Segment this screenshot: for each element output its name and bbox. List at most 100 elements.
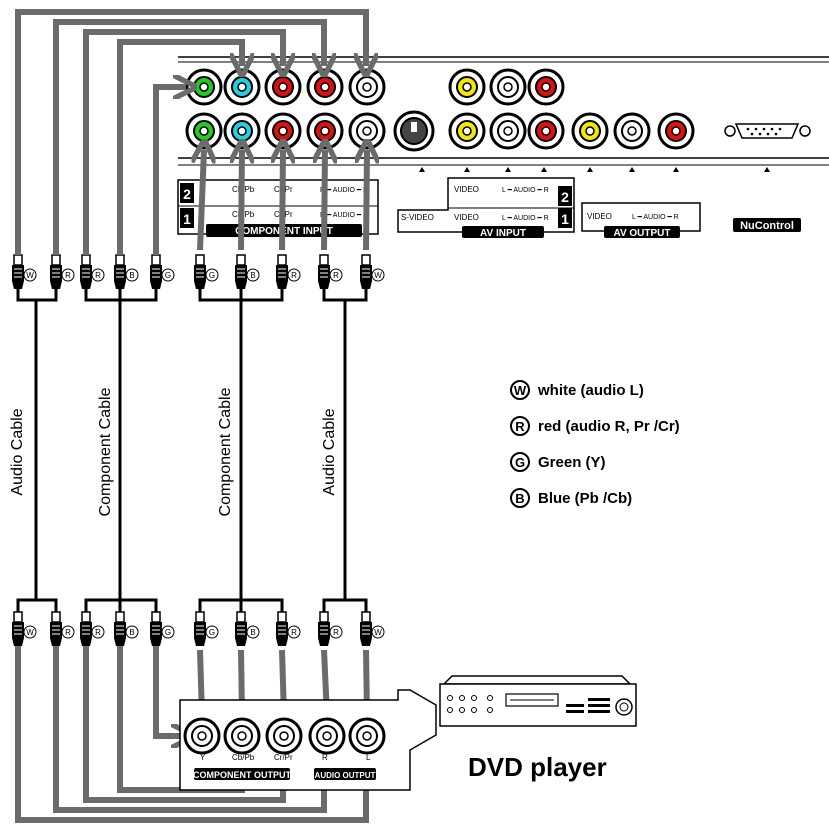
av-row-2: 2: [561, 189, 569, 205]
top-plug-badge-3: B: [125, 268, 139, 282]
top-plug-badge-2: R: [91, 268, 105, 282]
svg-text:B: B: [250, 271, 255, 280]
route-top-g: [153, 87, 186, 255]
dvd-jack-0: [183, 717, 221, 755]
bottom-plug-0: W: [12, 611, 37, 646]
legend-w-badge: W: [510, 380, 530, 400]
row2-audio-label: R ━ AUDIO ━ L: [320, 187, 367, 194]
svg-text:W: W: [26, 628, 34, 637]
nucontrol-label: NuControl: [740, 220, 794, 232]
svg-text:G: G: [209, 628, 215, 637]
dvd-cr-label: Cr/Pr: [274, 753, 293, 762]
route-row1-0: [200, 150, 204, 251]
bottom-plug-badge-7: R: [287, 625, 301, 639]
svg-text:G: G: [165, 628, 171, 637]
svg-text:R: R: [333, 271, 339, 280]
tv-comp2-jack-4: [348, 68, 386, 106]
bottom-plug-badge-9: W: [371, 625, 385, 639]
bottom-plug-badge-3: B: [125, 625, 139, 639]
bottom-plug-4: G: [150, 611, 175, 646]
tv-comp2-jack-0: [185, 68, 223, 106]
tv-comp1-jack-1: [223, 112, 261, 150]
legend-w-text: white (audio L): [538, 381, 644, 399]
cable-label-2: Component Cable: [97, 387, 114, 516]
bottom-plug-5: G: [194, 611, 219, 646]
svg-text:R: R: [95, 271, 101, 280]
dvd-y-label: Y: [200, 753, 206, 762]
top-plug-0: W: [12, 254, 37, 289]
svg-text:R: R: [65, 271, 71, 280]
route-row1-3: [324, 150, 325, 251]
tv-comp1-jack-3: [306, 112, 344, 150]
legend-b-text: Blue (Pb /Cb): [538, 489, 633, 507]
component-row-2: 2: [183, 186, 191, 202]
av-input-box: 2 1 VIDEO L ━ AUDIO ━ R S-VIDEO VIDEO L …: [397, 177, 575, 239]
bottom-plug-badge-8: R: [329, 625, 343, 639]
jack-indicators: [419, 167, 770, 172]
svg-text:B: B: [129, 628, 134, 637]
top-plug-badge-7: R: [287, 268, 301, 282]
bottom-plug-7: R: [276, 611, 301, 646]
top-plug-6: B: [235, 254, 260, 289]
row1-audio-label: R ━ AUDIO ━ L: [320, 212, 367, 219]
cable-label-3: Component Cable: [217, 387, 234, 516]
bottom-plug-8: R: [318, 611, 343, 646]
top-plug-9: W: [360, 254, 385, 289]
tv-av2-audio-r-jack: [527, 68, 565, 106]
av-output-audio: L ━ AUDIO ━ R: [632, 214, 679, 221]
svg-text:R: R: [333, 628, 339, 637]
tv-comp2-jack-1: [223, 68, 261, 106]
route-top-w: [15, 9, 366, 255]
route-top-r: [53, 19, 324, 255]
top-plug-badge-5: G: [205, 268, 219, 282]
cable-bottom-bridge-0: [16, 598, 58, 612]
top-plug-badge-9: W: [371, 268, 385, 282]
bottom-plug-badge-4: G: [161, 625, 175, 639]
top-plug-4: G: [150, 254, 175, 289]
top-plug-5: G: [194, 254, 219, 289]
tv-av2-audio-l-jack: [489, 68, 527, 106]
top-plug-1: R: [50, 254, 75, 289]
dvd-r-label: R: [322, 753, 328, 762]
top-plug-7: R: [276, 254, 301, 289]
route-top-b: [117, 39, 242, 255]
svg-text:W: W: [374, 271, 382, 280]
tv-comp2-jack-3: [306, 68, 344, 106]
legend-r-text: red (audio R, Pr /Cr): [538, 417, 680, 435]
cable-label-4: Audio Cable: [321, 408, 338, 495]
svg-text:R: R: [95, 628, 101, 637]
bottom-plug-badge-1: R: [61, 625, 75, 639]
tv-comp1-jack-2: [264, 112, 302, 150]
route-top-r2: [83, 29, 283, 255]
dvd-cb-label: Cb/Pb: [232, 753, 255, 762]
cable-label-1: Audio Cable: [9, 408, 26, 495]
top-plug-2: R: [80, 254, 105, 289]
route-row1-1: [241, 150, 242, 251]
route-row1-2: [282, 150, 283, 251]
legend-r-badge: R: [510, 416, 530, 436]
top-plug-3: B: [114, 254, 139, 289]
bottom-plug-2: R: [80, 611, 105, 646]
av-output-box: VIDEO L ━ AUDIO ━ R AV OUTPUT: [581, 202, 701, 239]
route-row1-4: [366, 150, 367, 251]
svg-text:G: G: [165, 271, 171, 280]
bottom-plug-6: B: [235, 611, 260, 646]
legend-item-white: W white (audio L): [510, 372, 810, 408]
tv-avout-audio-r-jack: [657, 112, 695, 150]
component-input-box: 2 1 Y Cb/Pb Cr/Pr R ━ AUDIO ━ L Y Cb/Pb …: [177, 179, 379, 237]
dvd-jack-4: [348, 717, 386, 755]
top-plug-badge-8: R: [329, 268, 343, 282]
dvd-back-panel: Y Cb/Pb Cr/Pr R L COMPONENT OUTPUT AUDIO…: [179, 689, 437, 791]
dvd-jack-2: [265, 717, 303, 755]
av-output-video: VIDEO: [587, 212, 612, 221]
legend-b-badge: B: [510, 488, 530, 508]
svg-text:R: R: [291, 628, 297, 637]
bottom-plug-3: B: [114, 611, 139, 646]
cable-top-bridge-0: [16, 289, 58, 302]
top-plug-badge-0: W: [23, 268, 37, 282]
tv-comp1-jack-0: [185, 112, 223, 150]
svg-text:B: B: [250, 628, 255, 637]
av-row2-audio: L ━ AUDIO ━ R: [502, 187, 549, 194]
svg-text:R: R: [291, 271, 297, 280]
